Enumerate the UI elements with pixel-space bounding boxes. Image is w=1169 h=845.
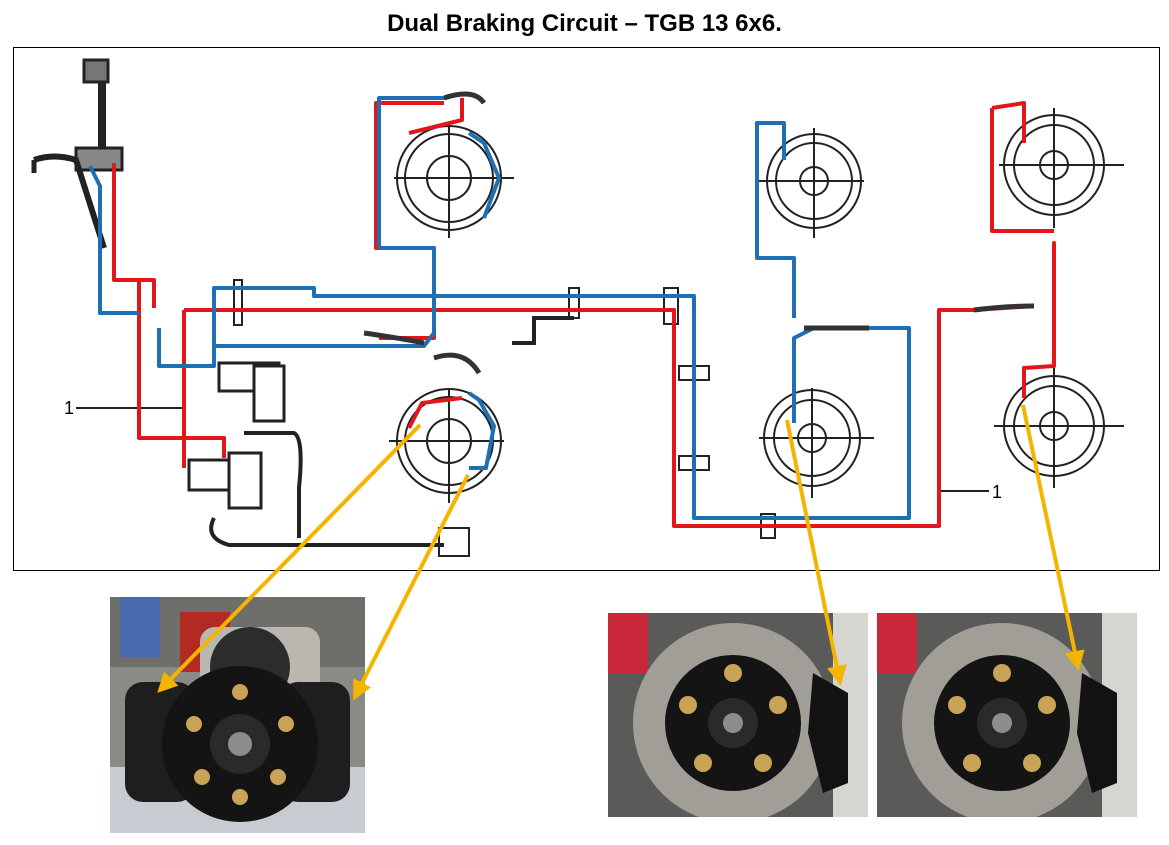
circuit-drawing: 1 1 xyxy=(31,58,1124,557)
wheel-brake-front-right-lower xyxy=(994,368,1124,488)
disc-brake-photo-icon xyxy=(877,613,1137,817)
drum-brake-photo-icon xyxy=(110,597,365,833)
wheel-brake-front-left-lower xyxy=(759,388,874,498)
callout-right: 1 xyxy=(939,482,1002,502)
master-cylinder xyxy=(31,58,124,249)
wheel-brake-front-left-upper xyxy=(759,128,864,238)
diagram-title: Dual Braking Circuit – TGB 13 6x6. xyxy=(387,10,782,37)
front-disc-brake-photo-left xyxy=(608,613,868,817)
front-disc-brake-photo-right xyxy=(877,613,1137,817)
brake-valve-upper xyxy=(217,361,286,423)
rear-drum-brake-photo xyxy=(110,597,365,833)
svg-text:1: 1 xyxy=(992,482,1002,502)
disc-brake-photo-icon xyxy=(608,613,868,817)
wheel-brake-rear-lower xyxy=(389,388,504,503)
fittings xyxy=(209,279,776,557)
brake-circuit-diagram: 1 1 xyxy=(13,47,1160,571)
brake-valve-lower xyxy=(187,451,263,510)
brake-line-circuit-b xyxy=(88,96,911,520)
svg-text:1: 1 xyxy=(64,398,74,418)
wheel-brake-front-right-upper xyxy=(999,108,1124,228)
flexible-hoses xyxy=(363,91,1035,375)
callout-left: 1 xyxy=(64,398,184,418)
